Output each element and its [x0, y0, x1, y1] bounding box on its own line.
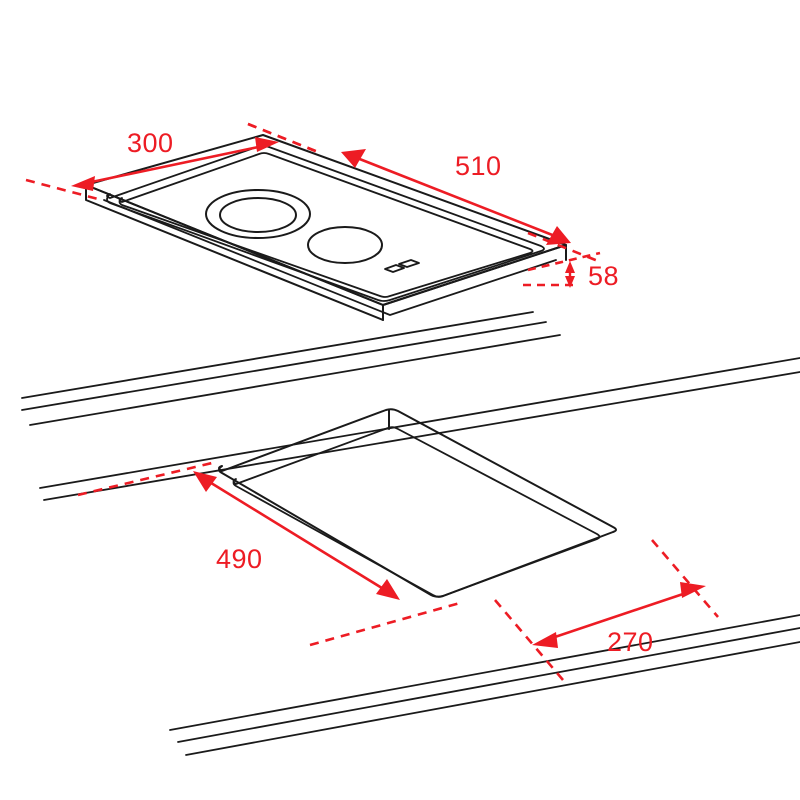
arrowhead-300-left: [71, 176, 95, 191]
ext-line-270-left: [494, 599, 564, 681]
dim-line-490: [202, 476, 391, 595]
small-burner-ring: [307, 226, 383, 264]
worktop-cutout-top-opening: [218, 408, 617, 598]
dim-line-300: [81, 143, 269, 186]
dimension-label-300: 300: [127, 128, 174, 158]
cooktop-skirt-line: [103, 199, 557, 316]
arrowhead-58-up: [565, 261, 575, 273]
worktop-front-edge-lower: [185, 641, 800, 756]
ext-line-58-top: [527, 251, 601, 272]
cooktop-assembly: [85, 134, 567, 321]
worktop-band-line-2: [21, 321, 547, 411]
large-burner-outer-ring: [205, 189, 311, 239]
ext-line-300-left: [25, 178, 99, 201]
arrowhead-510-top: [341, 149, 366, 168]
arrowhead-270-left: [532, 632, 558, 648]
dimension-490: 490: [77, 461, 461, 647]
worktop-front-edge-upper: [169, 614, 800, 731]
arrowhead-58-down: [565, 276, 575, 288]
arrowhead-300-right: [255, 137, 279, 152]
dimension-label-58: 58: [588, 261, 619, 291]
control-button-right[interactable]: [398, 259, 420, 268]
worktop-assembly: [39, 357, 800, 756]
ext-line-270-right: [651, 539, 719, 618]
dimension-label-510: 510: [455, 151, 502, 181]
ext-line-490-near: [77, 461, 213, 497]
worktop-cutout-inner-opening: [232, 426, 601, 598]
ext-line-510-top: [247, 122, 319, 154]
dim-line-510: [351, 154, 561, 240]
arrowhead-510-bottom: [546, 226, 571, 245]
ext-line-510-bottom: [527, 231, 599, 263]
control-button-left[interactable]: [384, 264, 405, 273]
control-panel[interactable]: [384, 259, 420, 273]
dimension-label-490: 490: [216, 544, 263, 574]
dimension-510: 510: [247, 122, 599, 263]
cooktop-inner-outline-2: [118, 152, 534, 298]
arrowhead-270-right: [680, 582, 706, 598]
arrowhead-490-near: [193, 471, 217, 492]
dimension-label-270: 270: [607, 627, 654, 657]
worktop-band-line-1: [21, 311, 534, 399]
dimension-58: 58: [523, 251, 619, 291]
worktop-rear-edge-lower: [43, 371, 800, 501]
worktop-band-line-3: [29, 334, 561, 426]
worktop-front-edge-mid: [177, 627, 800, 743]
worktop-upper-edge-band: [21, 311, 561, 426]
ext-line-490-far: [309, 601, 461, 647]
arrowhead-490-far: [376, 579, 400, 600]
dimension-270: 270: [494, 539, 719, 681]
dim-line-270: [542, 588, 696, 643]
large-burner-inner-ring: [219, 197, 297, 233]
